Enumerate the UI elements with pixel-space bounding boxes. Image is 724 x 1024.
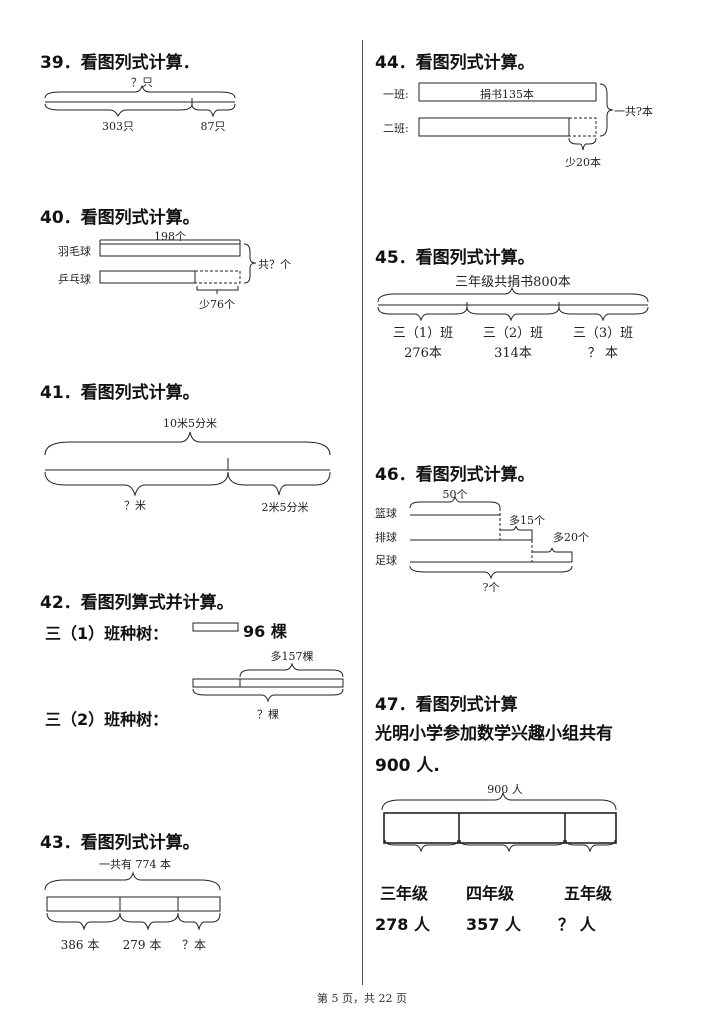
column-divider [362,40,363,985]
q39-top-label: ？只 [131,76,153,89]
q42-title: 42．看图列算式并计算。 [40,593,234,613]
q44-total-label: 一共?本 [614,105,653,118]
q45-v2-label: 314本 [494,346,532,361]
q44-row1-label: 一班: [383,88,409,101]
q41-title: 41．看图列式计算。 [40,383,200,403]
q45-top-label: 三年级共捐书800本 [455,275,571,290]
q45-c2-label: 三（2）班 [482,326,544,341]
q43-v3-label: ？本 [181,938,207,952]
q41-top-label: 10米5分米 [163,417,217,430]
q43-title: 43．看图列式计算。 [40,833,200,853]
q41-left-label: ？米 [124,499,146,512]
q46-title: 46．看图列式计算。 [375,465,535,485]
q46-more1-label: 多15个 [509,514,545,527]
q45-title: 45．看图列式计算。 [375,248,535,268]
q45-v3-label: ？ 本 [587,346,619,361]
q44-less-label: 少20本 [565,156,601,169]
q47-v1-label: 278 人 [375,915,430,934]
q42-class2-label: 三（2）班种树： [45,710,169,729]
q45-c3-label: 三（3）班 [572,326,634,341]
q46-row2-label: 排球 [375,531,397,544]
q47-line1: 光明小学参加数学兴趣小组共有 [375,724,613,744]
q39-left-label: 303只 [102,120,134,133]
q43-top-label: 一共有 774 本 [99,858,171,871]
q44-title: 44．看图列式计算。 [375,53,535,73]
q43-v1-label: 386 本 [60,938,100,952]
q40-title: 40．看图列式计算。 [40,208,200,228]
q46-more2-label: 多20个 [553,531,589,544]
q39-right-label: 87只 [200,120,226,133]
q42-class1-label: 三（1）班种树： [45,624,169,643]
page-footer: 第 5 页，共 22 页 [317,992,407,1005]
q42-more-label: 多157棵 [270,650,314,663]
q40-row1-label: 羽毛球 [58,245,91,258]
q40-total-label: 共？个 [258,258,291,271]
q41-right-label: 2米5分米 [261,501,309,514]
q44-bar-label: 捐书135本 [480,88,534,101]
q47-title: 47．看图列式计算 [375,695,518,715]
q45-v1-label: 276本 [404,346,442,361]
q46-row1-label: 篮球 [375,507,397,520]
q47-v2-label: 357 人 [466,915,521,934]
q46-row3-label: 足球 [375,554,397,567]
q43-v2-label: 279 本 [122,938,162,952]
q40-less-label: 少76个 [199,298,235,311]
q47-line2: 900 人. [375,756,440,776]
q47-top-label: 900 人 [487,783,523,796]
q45-c1-label: 三（1）班 [392,326,454,341]
q39-title: 39．看图列式计算． [40,53,200,73]
q47-v3-label: ？ 人 [558,915,596,934]
q44-row2-label: 二班: [383,122,409,135]
q40-row2-label: 乒乓球 [58,273,91,286]
q47-grade2-label: 四年级 [466,884,515,903]
q47-grade1-label: 三年级 [380,884,429,903]
q42-unknown-label: ？棵 [257,708,279,721]
q46-top-label: 50个 [442,488,468,501]
q47-grade3-label: 五年级 [564,884,613,903]
q46-total-label: ?个 [482,581,500,594]
q42-value1: 96 棵 [243,622,287,641]
